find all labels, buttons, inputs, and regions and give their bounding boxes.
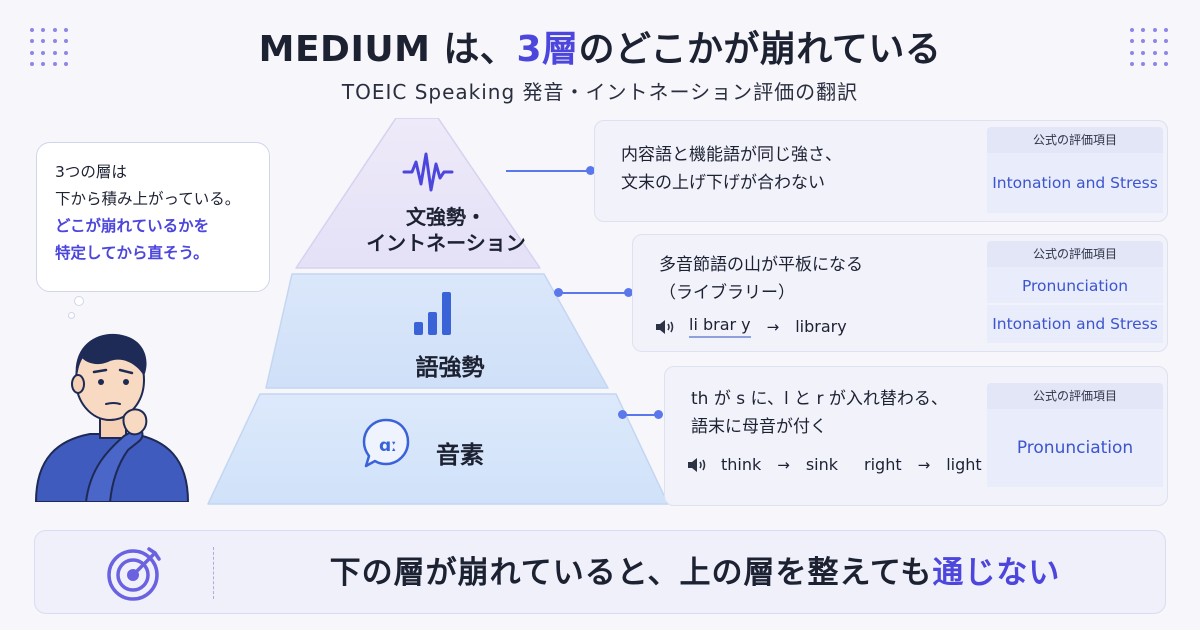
card-middle: 多音節語の山が平板になる （ライブラリー） li brar y → librar… — [632, 234, 1168, 352]
card-top-desc: 内容語と機能語が同じ強さ、 文末の上げ下げが合わない — [621, 141, 842, 197]
conclusion-banner: 下の層が崩れていると、上の層を整えても通じない — [34, 530, 1166, 614]
connector-middle-dot-right — [624, 288, 633, 297]
decor-dots-right — [1130, 28, 1170, 68]
arrow-icon: → — [917, 455, 931, 474]
card-middle-example: li brar y → library — [655, 315, 847, 338]
connector-top — [506, 170, 590, 172]
bar-chart-icon — [414, 292, 451, 335]
connector-top-dot — [586, 166, 595, 175]
pyramid-middle-label: 語強勢 — [415, 355, 485, 381]
criteria-header: 公式の評価項目 — [987, 241, 1163, 267]
criteria-item-pronunciation: Pronunciation — [987, 267, 1163, 305]
card-middle-desc: 多音節語の山が平板になる （ライブラリー） — [659, 251, 863, 307]
criteria-item: Intonation and Stress — [987, 153, 1163, 213]
thought-dot-large — [74, 296, 84, 306]
pyramid-bottom-icon-text: ɑː — [379, 436, 397, 456]
connector-middle — [560, 292, 628, 294]
connector-middle-dot-left — [554, 288, 563, 297]
example-wrong-stress: li brar y — [689, 315, 751, 338]
bubble-line-1: 3つの層は — [55, 163, 127, 181]
example-light: light — [946, 455, 982, 474]
bubble-line-3: どこが崩れているかを — [55, 217, 210, 235]
conclusion-prefix: 下の層が崩れていると、上の層を整えても — [329, 555, 933, 591]
pyramid-top-label-line-1: 文強勢・ — [406, 205, 486, 229]
arrow-icon: → — [766, 317, 780, 336]
card-bottom-desc-2: 語末に母音が付く — [691, 417, 827, 437]
card-bottom-desc-1: th が s に、l と r が入れ替わる、 — [691, 389, 948, 409]
example-sink: sink — [805, 455, 839, 474]
thinking-person-illustration — [34, 333, 190, 502]
speaker-icon — [688, 457, 706, 472]
card-top-criteria: 公式の評価項目 Intonation and Stress — [987, 127, 1163, 215]
example-right: right — [864, 455, 902, 474]
card-bottom-criteria: 公式の評価項目 Pronunciation — [987, 383, 1163, 487]
card-bottom-desc: th が s に、l と r が入れ替わる、 語末に母音が付く — [691, 385, 948, 441]
bubble-line-4: 特定してから直そう。 — [55, 244, 209, 262]
conclusion-accent: 通じない — [932, 555, 1061, 591]
criteria-header: 公式の評価項目 — [987, 383, 1163, 409]
card-bottom: th が s に、l と r が入れ替わる、 語末に母音が付く think → … — [664, 366, 1168, 506]
example-think: think — [721, 455, 762, 474]
card-middle-desc-2: （ライブラリー） — [659, 283, 795, 303]
speaker-icon — [656, 319, 674, 334]
arrow-icon: → — [777, 455, 790, 474]
waveform-icon — [402, 152, 454, 192]
banner-divider — [213, 547, 214, 599]
title-prefix: MEDIUM は、 — [258, 29, 517, 70]
card-top-desc-2: 文末の上げ下げが合わない — [621, 173, 825, 193]
criteria-item: Pronunciation — [987, 409, 1163, 487]
title-accent: 3層 — [516, 29, 579, 70]
pyramid-diagram — [207, 118, 669, 505]
bubble-line-2: 下から積み上がっている。 — [55, 190, 241, 208]
card-middle-desc-1: 多音節語の山が平板になる — [659, 255, 863, 275]
card-middle-criteria: 公式の評価項目 Pronunciation Intonation and Str… — [987, 241, 1163, 343]
connector-bottom-dot-right — [654, 410, 663, 419]
pyramid-top-label: 文強勢・ イントネーション — [348, 204, 544, 256]
card-top: 内容語と機能語が同じ強さ、 文末の上げ下げが合わない 公式の評価項目 Inton… — [594, 120, 1168, 222]
title-suffix: のどこかが崩れている — [578, 29, 942, 70]
connector-bottom — [624, 414, 660, 416]
card-bottom-example: think → sink right → light — [687, 455, 982, 474]
example-correct-stress: library — [795, 317, 847, 336]
target-icon — [107, 547, 161, 601]
decor-dots-left — [30, 28, 70, 68]
pyramid-top-label-line-2: イントネーション — [366, 231, 526, 255]
thought-dot-small — [68, 312, 75, 319]
page-title: MEDIUM は、3層のどこかが崩れている — [0, 20, 1200, 72]
connector-bottom-dot-left — [618, 410, 627, 419]
pyramid-bottom-label: 音素 — [436, 441, 484, 469]
page-subtitle: TOEIC Speaking 発音・イントネーション評価の翻訳 — [341, 80, 859, 104]
criteria-item-intonation: Intonation and Stress — [987, 305, 1163, 343]
conclusion-message: 下の層が崩れていると、上の層を整えても通じない — [225, 531, 1165, 615]
phoneme-speech-icon — [362, 418, 410, 468]
card-top-desc-1: 内容語と機能語が同じ強さ、 — [621, 145, 842, 165]
pyramid-layer-top — [295, 118, 541, 269]
criteria-header: 公式の評価項目 — [987, 127, 1163, 153]
speech-bubble: 3つの層は 下から積み上がっている。 どこが崩れているかを 特定してから直そう。 — [36, 142, 270, 292]
